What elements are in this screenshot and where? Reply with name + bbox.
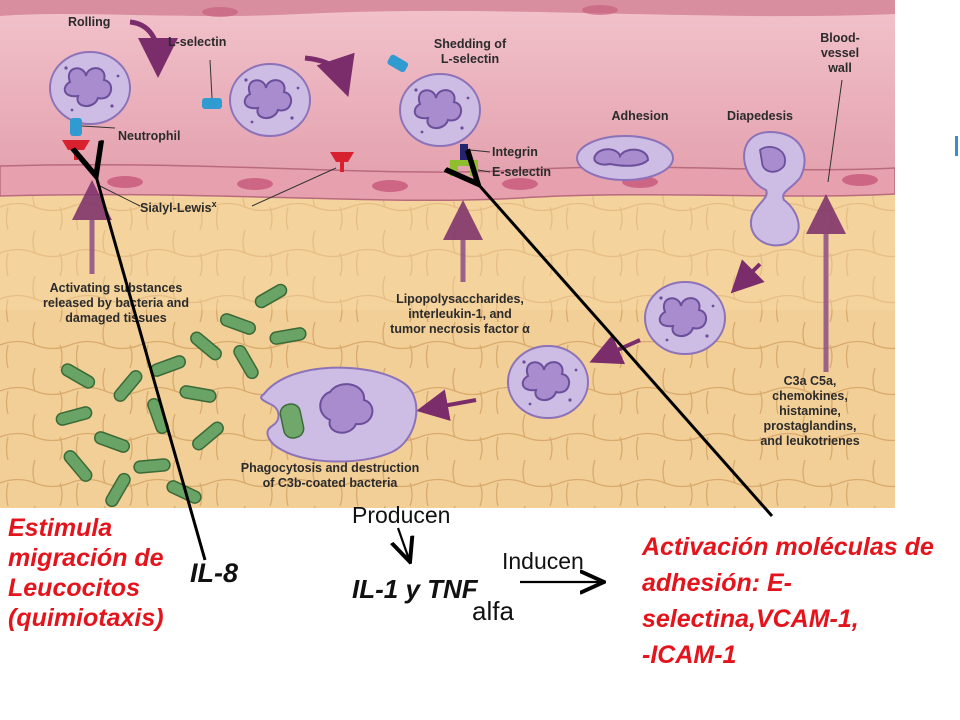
rolling-arrow-2	[304, 52, 355, 97]
label-activating-1: Activating substances	[50, 281, 183, 295]
label-phago-1: Phagocytosis and destruction	[241, 461, 420, 475]
label-sialyl-lewis: Sialyl-Lewisx	[140, 199, 217, 215]
activacion-line-1: Activación moléculas de	[642, 533, 934, 561]
label-integrin: Integrin	[492, 145, 538, 159]
neutrophil-shedding	[399, 73, 481, 147]
neutrophil-tissue-2	[507, 345, 589, 419]
label-vessel-wall-1: Blood-	[820, 31, 860, 45]
estimula-line-1: Estimula	[8, 514, 113, 542]
label-activating-3: damaged tissues	[65, 311, 166, 325]
sialyl-lewis-icon-2	[330, 152, 354, 172]
producen-arrow	[398, 527, 410, 562]
activacion-line-4: -ICAM-1	[642, 641, 737, 669]
l-selectin-bound-icon	[70, 118, 82, 136]
label-c3a-5: and leukotrienes	[760, 434, 859, 448]
estimula-line-3: Leucocitos	[8, 574, 140, 602]
label-lps-1: Lipopolysaccharides,	[396, 292, 524, 306]
inflammation-diagram: Rolling L-selectin Neutrophil Sialyl-Lew…	[0, 0, 895, 508]
label-vessel-wall-3: wall	[827, 61, 852, 75]
activacion-annotation: Activación moléculas de adhesión: E- sel…	[642, 529, 934, 673]
label-e-selectin: E-selectin	[492, 165, 551, 179]
il1-tnf-label: IL-1 y TNF	[352, 574, 478, 604]
label-vessel-wall-2: vessel	[821, 46, 859, 60]
label-c3a-1: C3a C5a,	[784, 374, 837, 388]
label-shedding-2: L-selectin	[441, 52, 499, 66]
label-phago-2: of C3b-coated bacteria	[263, 476, 399, 490]
estimula-line-4: (quimiotaxis)	[8, 604, 164, 632]
slide-edge-marker	[955, 136, 958, 156]
rolling-arrow-1	[129, 19, 178, 78]
neutrophil-rolling-1	[49, 51, 131, 125]
il8-label: IL-8	[190, 558, 239, 588]
label-adhesion: Adhesion	[612, 109, 669, 123]
inducen-label: Inducen	[502, 548, 584, 574]
estimula-line-2: migración de	[8, 544, 164, 572]
label-c3a-4: prostaglandins,	[763, 419, 856, 433]
alfa-label: alfa	[472, 596, 514, 626]
label-c3a-3: histamine,	[779, 404, 841, 418]
label-activating-2: released by bacteria and	[43, 296, 189, 310]
neutrophil-adhesion	[576, 135, 674, 181]
shed-l-selectin-icon	[387, 54, 409, 73]
neutrophil-phagocytosis	[260, 366, 418, 463]
activacion-line-2: adhesión: E-	[642, 569, 793, 597]
neutrophil-tissue-1	[644, 281, 726, 355]
label-l-selectin: L-selectin	[168, 35, 226, 49]
label-neutrophil: Neutrophil	[118, 129, 181, 143]
label-lps-3: tumor necrosis factor α	[390, 322, 530, 336]
producen-label: Producen	[352, 502, 451, 528]
label-diapedesis: Diapedesis	[727, 109, 793, 123]
label-lps-2: interleukin-1, and	[408, 307, 512, 321]
label-rolling: Rolling	[68, 15, 110, 29]
estimula-annotation: Estimula migración de Leucocitos (quimio…	[8, 513, 164, 633]
neutrophil-rolling-2	[229, 63, 311, 137]
label-c3a-2: chemokines,	[772, 389, 848, 403]
label-shedding-1: Shedding of	[434, 37, 507, 51]
activacion-line-3: selectina,VCAM-1,	[642, 605, 859, 633]
l-selectin-icon	[202, 98, 222, 109]
